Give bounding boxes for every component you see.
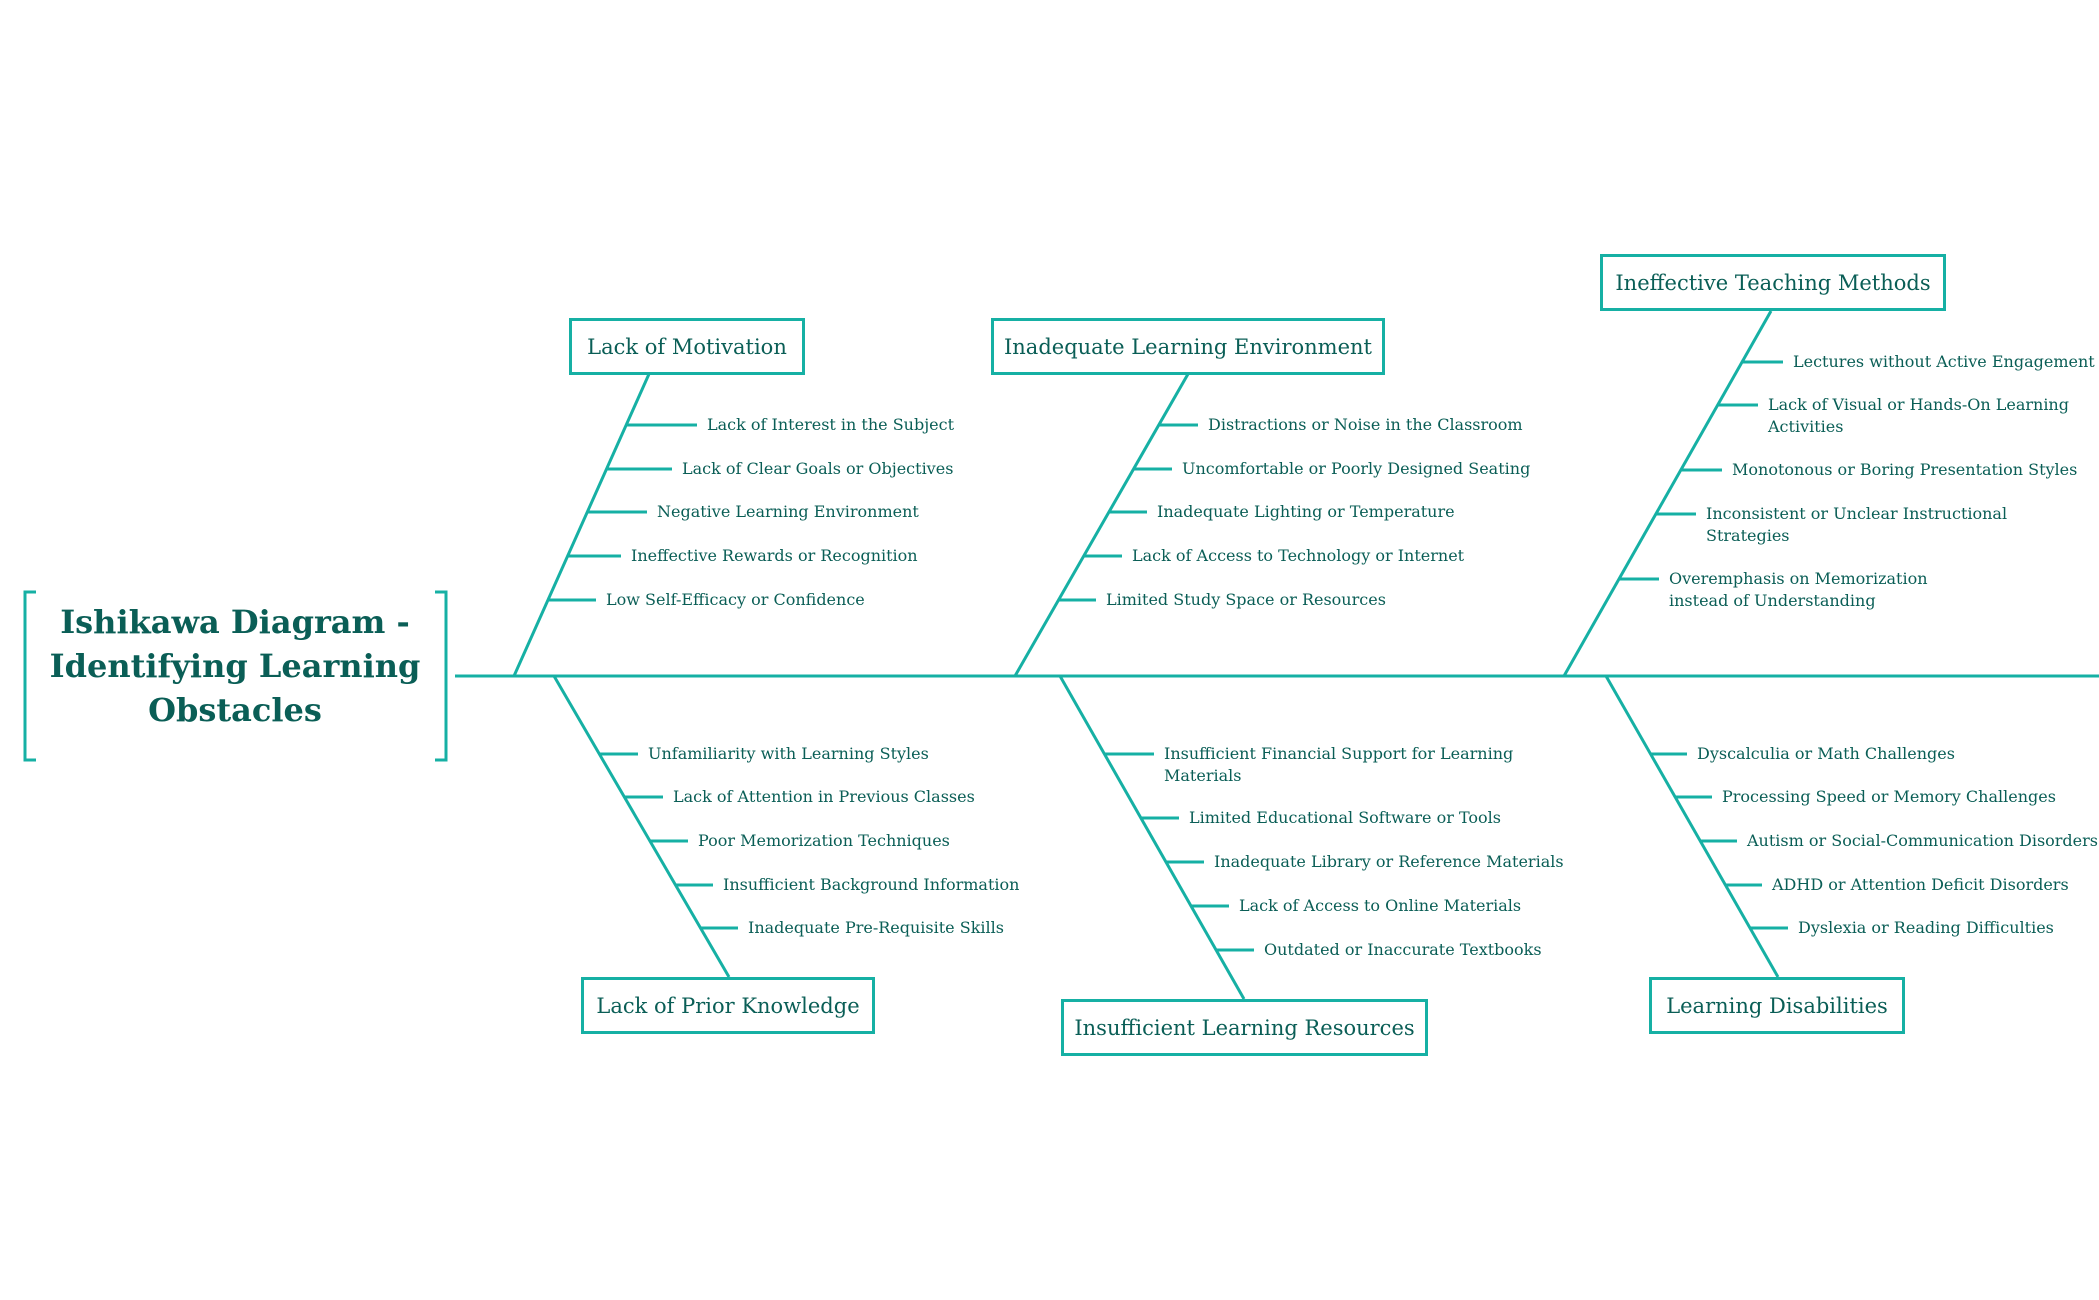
title-left-bracket bbox=[23, 590, 36, 762]
bone-4 bbox=[552, 675, 731, 978]
cause-label: Unfamiliarity with Learning Styles bbox=[648, 744, 929, 763]
bone-1 bbox=[512, 373, 651, 677]
cause-label: Lack of Interest in the Subject bbox=[707, 415, 955, 434]
cause-label: Distractions or Noise in the Classroom bbox=[1208, 415, 1523, 434]
cause-label: Insufficient Background Information bbox=[723, 875, 1020, 894]
cause-label: Lack of Visual or Hands-On Learning Acti… bbox=[1768, 395, 2069, 436]
cause-label: Limited Study Space or Resources bbox=[1106, 590, 1386, 609]
cause-label: Negative Learning Environment bbox=[657, 502, 919, 521]
cause-label: Monotonous or Boring Presentation Styles bbox=[1732, 460, 2078, 479]
cause-label: Inadequate Lighting or Temperature bbox=[1157, 502, 1455, 521]
category-box-6: Learning Disabilities bbox=[1649, 977, 1905, 1034]
cause-label: Lack of Access to Technology or Internet bbox=[1132, 546, 1465, 565]
cause-label: ADHD or Attention Deficit Disorders bbox=[1772, 875, 2069, 894]
bone-3 bbox=[1562, 310, 1773, 677]
cause-label: Inadequate Library or Reference Material… bbox=[1214, 852, 1564, 871]
cause-label: Inadequate Pre-Requisite Skills bbox=[748, 918, 1004, 937]
cause-label: Autism or Social-Communication Disorders bbox=[1747, 831, 2098, 850]
bone-6 bbox=[1604, 675, 1780, 978]
category-box-3: Ineffective Teaching Methods bbox=[1600, 254, 1946, 311]
diagram-title: Ishikawa Diagram - Identifying Learning … bbox=[49, 603, 421, 729]
cause-label: Limited Educational Software or Tools bbox=[1189, 808, 1501, 827]
cause-label: Lectures without Active Engagement bbox=[1793, 352, 2095, 371]
category-box-4: Lack of Prior Knowledge bbox=[581, 977, 875, 1034]
cause-label: Processing Speed or Memory Challenges bbox=[1722, 787, 2056, 806]
cause-label: Low Self-Efficacy or Confidence bbox=[606, 590, 865, 609]
cause-label: Dyslexia or Reading Difficulties bbox=[1798, 918, 2054, 937]
cause-label: Inconsistent or Unclear Instructional St… bbox=[1706, 504, 2008, 545]
category-box-1: Lack of Motivation bbox=[569, 318, 805, 375]
cause-label: Lack of Access to Online Materials bbox=[1239, 896, 1522, 915]
cause-label: Lack of Clear Goals or Objectives bbox=[682, 459, 954, 478]
bone-5 bbox=[1058, 675, 1246, 1000]
cause-label: Uncomfortable or Poorly Designed Seating bbox=[1182, 459, 1531, 478]
category-box-2: Inadequate Learning Environment bbox=[991, 318, 1385, 375]
cause-label: Overemphasis on Memorization instead of … bbox=[1669, 569, 1928, 610]
bone-2 bbox=[1013, 373, 1190, 677]
title-right-bracket bbox=[435, 590, 448, 762]
cause-label: Outdated or Inaccurate Textbooks bbox=[1264, 940, 1542, 959]
cause-label: Lack of Attention in Previous Classes bbox=[673, 787, 975, 806]
category-box-5: Insufficient Learning Resources bbox=[1061, 999, 1428, 1056]
cause-label: Dyscalculia or Math Challenges bbox=[1697, 744, 1955, 763]
cause-label: Insufficient Financial Support for Learn… bbox=[1164, 744, 1514, 785]
cause-label: Poor Memorization Techniques bbox=[698, 831, 950, 850]
cause-label: Ineffective Rewards or Recognition bbox=[631, 546, 918, 565]
